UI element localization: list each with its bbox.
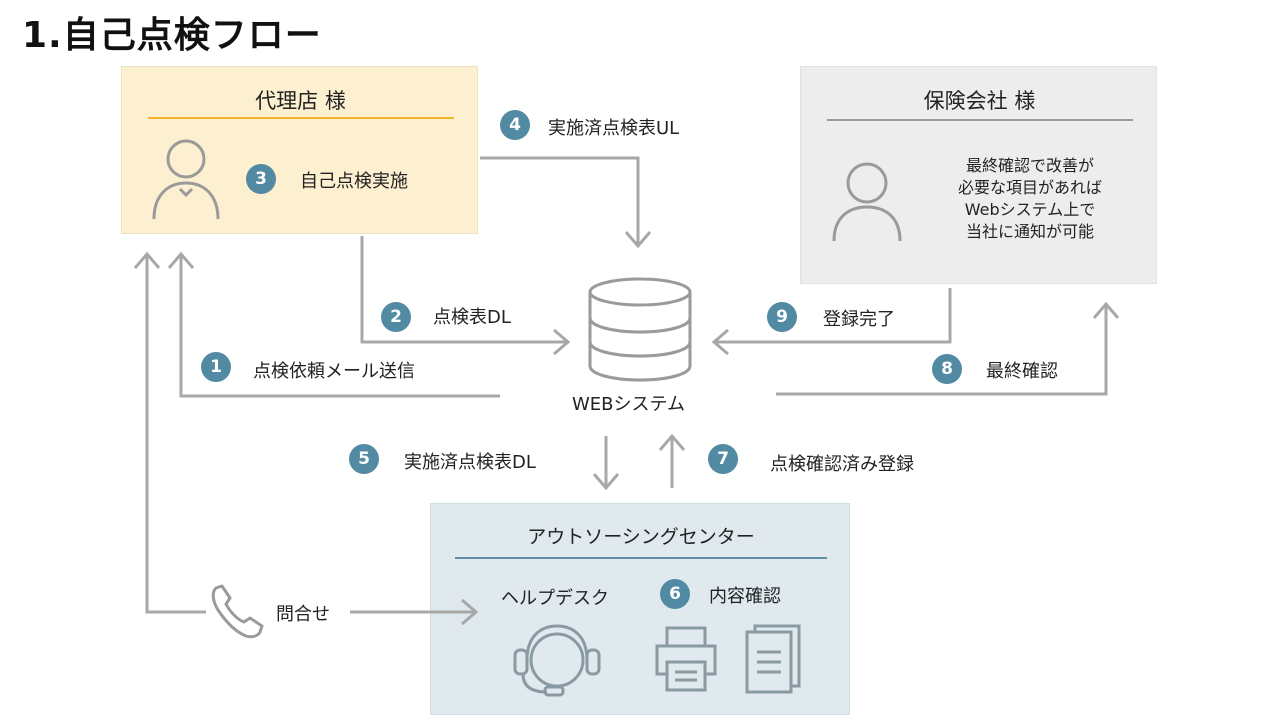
insurer-note-line: 当社に通知が可能 (965, 222, 1094, 241)
insurer-note-line: Webシステム上で (964, 200, 1096, 219)
agency-box: 代理店 様 3 自己点検実施 (121, 66, 478, 234)
page-title: 1.自己点検フロー (22, 15, 322, 56)
step-3-badge: 3 (246, 164, 276, 194)
arrow-inquiry-up (145, 256, 206, 614)
arrow-step-9 (716, 288, 952, 344)
headset-icon (513, 624, 601, 697)
outsource-rule (455, 557, 827, 559)
arrow-step-4 (480, 156, 640, 244)
step-2-label: 点検表DL (433, 307, 511, 328)
step-1-label: 点検依頼メール送信 (253, 361, 415, 382)
step-9-badge: 9 (767, 302, 797, 332)
step-4-badge: 4 (500, 110, 530, 140)
step-6-label: 内容確認 (709, 586, 781, 607)
arrow-step-8 (776, 306, 1108, 396)
step-6-badge: 6 (660, 579, 690, 609)
step-8-label: 最終確認 (986, 361, 1058, 382)
step-9-label: 登録完了 (823, 309, 895, 330)
insurer-rule (827, 119, 1133, 121)
step-4-label: 実施済点検表UL (548, 118, 680, 139)
insurer-note-line: 最終確認で改善が (965, 156, 1094, 175)
agency-rule (148, 117, 454, 119)
outsource-title: アウトソーシングセンター (527, 526, 755, 548)
database-icon (588, 277, 692, 382)
agency-person-icon (152, 139, 220, 220)
agency-title: 代理店 様 (255, 89, 346, 113)
step-3-label: 自己点検実施 (300, 171, 408, 192)
insurer-note-line: 必要な項目があれば (957, 178, 1102, 197)
step-2-badge: 2 (381, 302, 411, 332)
system-label: WEBシステム (572, 394, 685, 415)
insurer-title: 保険会社 様 (923, 89, 1036, 113)
step-8-badge: 8 (932, 354, 962, 384)
arrow-step-1 (179, 256, 500, 398)
outsource-box: アウトソーシングセンター ヘルプデスク 6 内容確認 (430, 503, 850, 715)
document-icon (745, 624, 801, 694)
step-7-label: 点検確認済み登録 (770, 454, 914, 475)
insurer-note: 最終確認で改善が 必要な項目があれば Webシステム上で 当社に通知が可能 (920, 155, 1140, 243)
insurer-person-icon (832, 162, 902, 242)
insurer-box: 保険会社 様 (800, 66, 1157, 284)
printer-icon (655, 626, 717, 692)
step-5-label: 実施済点検表DL (404, 452, 536, 473)
step-1-badge: 1 (201, 352, 231, 382)
arrow-step-2 (360, 236, 566, 344)
step-7-badge: 7 (708, 444, 738, 474)
step-5-badge: 5 (349, 444, 379, 474)
phone-icon (211, 584, 264, 639)
inquiry-label: 問合せ (276, 604, 330, 625)
helpdesk-label: ヘルプデスク (501, 588, 609, 609)
